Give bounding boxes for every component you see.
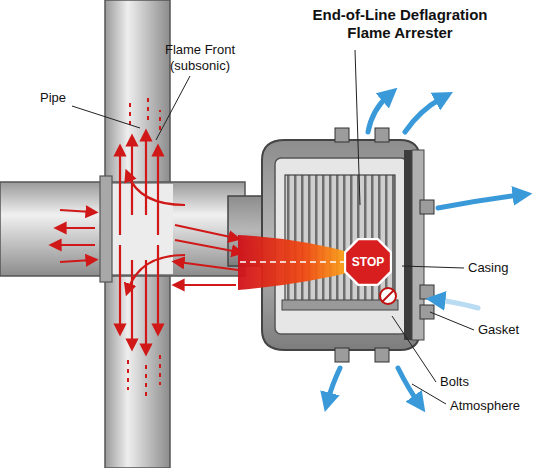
diagram-title: End-of-Line Deflagration Flame Arrester (300, 6, 500, 42)
stop-text: STOP (352, 255, 384, 269)
pipe-label: Pipe (40, 90, 66, 106)
bolts-label: Bolts (440, 374, 469, 390)
flame-front-label: Flame Front (subsonic) (150, 42, 250, 73)
casing-label: Casing (468, 260, 508, 276)
stop-sign: STOP (344, 238, 392, 286)
atmosphere-label: Atmosphere (450, 398, 520, 414)
gasket-label: Gasket (478, 322, 519, 338)
